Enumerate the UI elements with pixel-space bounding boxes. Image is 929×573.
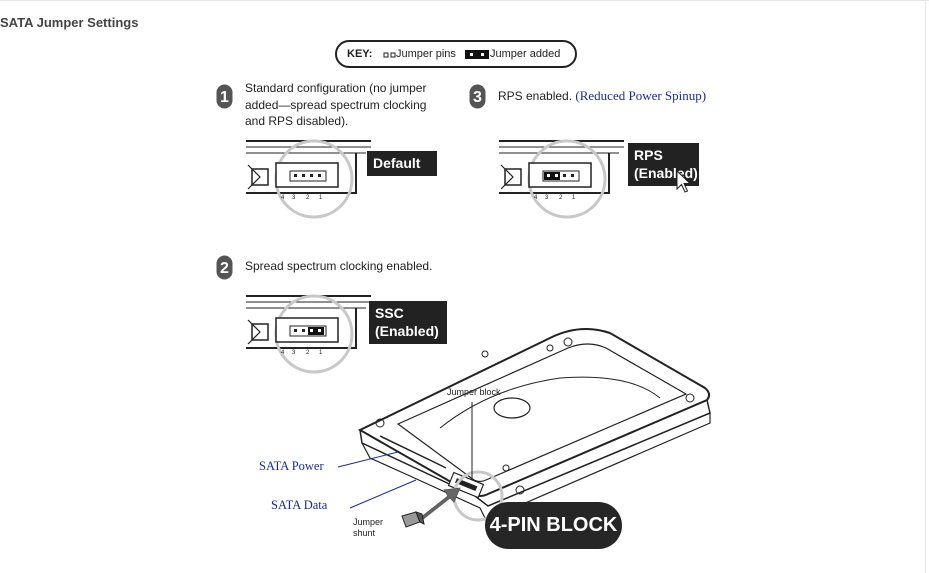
key-title: KEY:: [347, 48, 373, 60]
svg-text:1: 1: [220, 89, 229, 106]
key-pins-label: Jumper pins: [396, 48, 456, 60]
badge-rps-enabled: RPS (Enabled): [628, 143, 699, 186]
mouse-cursor-icon: [676, 170, 692, 193]
pin-label: 2: [306, 195, 310, 201]
sata-power-label: SATA Power: [259, 459, 324, 473]
step-2-number: 2: [216, 255, 233, 280]
pin-label: 1: [572, 195, 576, 201]
svg-text:3: 3: [473, 89, 482, 106]
badge-default: Default: [367, 151, 437, 176]
pin-label: 3: [292, 350, 296, 356]
top-divider: [0, 0, 929, 1]
pin-label: 3: [292, 195, 296, 201]
key-legend: KEY: Jumper pins Jumper added: [335, 40, 577, 68]
jumper-added-icon: [465, 50, 489, 59]
step-3-number: 3: [469, 84, 486, 109]
jumper-shunt-icon: [401, 511, 425, 528]
key-added-label: Jumper added: [490, 48, 561, 60]
badge-ssc-enabled: SSC (Enabled): [369, 301, 447, 344]
pin-label: 4: [534, 195, 538, 201]
step-1-number: 1: [216, 84, 233, 109]
four-pin-block-label: 4-PIN BLOCK: [485, 502, 622, 549]
step-2-description: Spread spectrum clocking enabled.: [245, 259, 433, 273]
pin-label: 3: [545, 195, 549, 201]
connector-diagram-default: 4 3 2 1: [246, 139, 371, 219]
connector-diagram-rps: 4 3 2 1: [499, 139, 624, 219]
pin-label: 4: [281, 195, 285, 201]
hard-drive-illustration: [337, 328, 711, 528]
sata-data-label: SATA Data: [271, 498, 328, 512]
step-3-description: RPS enabled. (Reduced Power Spinup): [498, 88, 707, 103]
pin-label: 2: [306, 350, 310, 356]
page-title: SATA Jumper Settings: [0, 15, 139, 30]
jumper-block-label: Jumper block: [447, 387, 501, 397]
right-divider: [925, 0, 926, 573]
pin-label: 1: [319, 350, 323, 356]
step-1-description: Standard configuration (no jumper added—…: [245, 81, 427, 128]
svg-text:2: 2: [220, 260, 229, 277]
jumper-shunt-label: Jumper shunt: [353, 517, 384, 538]
pin-label: 2: [559, 195, 563, 201]
connector-diagram-ssc: 4 3 2 1: [246, 294, 371, 374]
jumper-pins-icon: [383, 52, 396, 58]
rps-note: (Reduced Power Spinup): [575, 88, 707, 103]
pin-label: 4: [281, 350, 285, 356]
pin-label: 1: [319, 195, 323, 201]
